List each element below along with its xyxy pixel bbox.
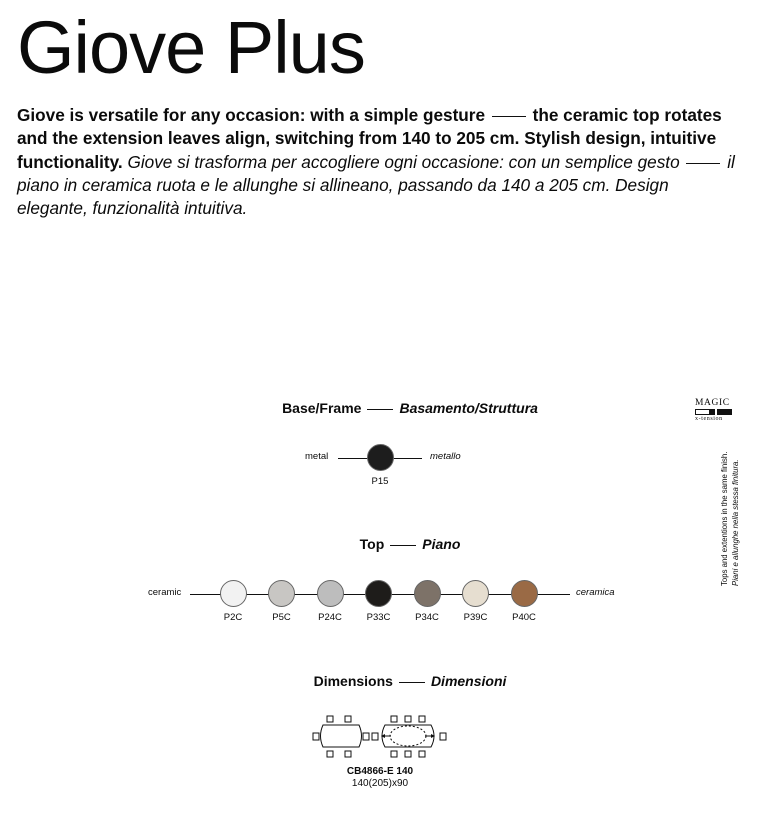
swatch-p34c (413, 580, 441, 607)
swatch-code-p15: P15 (371, 476, 389, 487)
swatch-code-p2c: P2C (223, 612, 243, 623)
swatch-code-p5c: P5C (272, 612, 291, 623)
intro-paragraph: Giove is versatile for any occasion: wit… (17, 104, 737, 220)
dash-divider (491, 115, 526, 117)
dimensions-code: CB4866-E 140 (346, 766, 414, 777)
magic-xtension-logo: MAGIC x-tension (695, 398, 737, 423)
swatch-code-p40c: P40C (512, 612, 536, 623)
swatch-p5c (268, 580, 295, 607)
intro-en-part2: the ceramic top rotates and the extensio… (17, 105, 722, 172)
page-title: Giove Plus (17, 6, 366, 89)
table-closed-plan (312, 715, 370, 758)
swatch-code-p34c: P34C (415, 612, 439, 623)
title-separator (367, 408, 394, 410)
top-section-title: Top Piano (0, 536, 759, 552)
title-separator (398, 681, 425, 683)
swatch-p33c (365, 580, 392, 607)
base-section-title: Base/Frame Basamento/Struttura (0, 400, 759, 416)
brand-line2: x-tension (695, 416, 723, 422)
intro-it-part1: Giove si trasforma per accogliere ogni o… (127, 151, 680, 172)
dimensions-title-it: Dimensioni (430, 673, 507, 689)
swatch-p15 (366, 444, 394, 471)
side-note-en: Tops and extentions in the same finish. (720, 451, 729, 586)
side-note-it: Piani e allunghe nella stessa finitura. (731, 459, 740, 586)
side-note: Tops and extentions in the same finish. … (719, 436, 743, 586)
dash-divider (686, 162, 721, 164)
base-swatch-row: metal metallo P15 (0, 442, 759, 502)
swatch-code-p24c: P24C (318, 612, 342, 623)
swatch-p40c (510, 580, 538, 607)
base-left-label: metal (305, 451, 329, 462)
brand-bars (695, 409, 737, 415)
swatch-p39c (462, 580, 489, 607)
brand-line1: MAGIC (695, 398, 730, 408)
table-extended-plan (371, 715, 447, 758)
base-title-it: Basamento/Struttura (399, 400, 538, 416)
base-right-label: metallo (430, 451, 461, 462)
swatch-p2c (219, 580, 247, 607)
top-left-label: ceramic (148, 587, 182, 598)
intro-it-part2: il piano in ceramica ruota e le allunghe… (17, 151, 735, 219)
swatch-p24c (316, 580, 344, 607)
title-separator (390, 544, 417, 546)
swatch-code-p39c: P39C (463, 612, 488, 623)
swatch-code-p33c: P33C (366, 612, 391, 623)
base-title-en: Base/Frame (282, 400, 362, 416)
table-plan-diagram (312, 715, 447, 758)
top-title-en: Top (359, 536, 385, 552)
top-right-label: ceramica (576, 587, 615, 598)
intro-en-part1: Giove is versatile for any occasion: wit… (17, 105, 486, 125)
top-title-it: Piano (422, 536, 461, 552)
dimensions-size: 140(205)x90 (351, 778, 409, 789)
top-swatch-row: ceramic ceramica P2C P5C P24C P33C P34C P39C P… (0, 578, 759, 638)
dimensions-section-title: Dimensions Dimensioni (0, 673, 759, 689)
dimensions-title-en: Dimensions (313, 673, 393, 689)
